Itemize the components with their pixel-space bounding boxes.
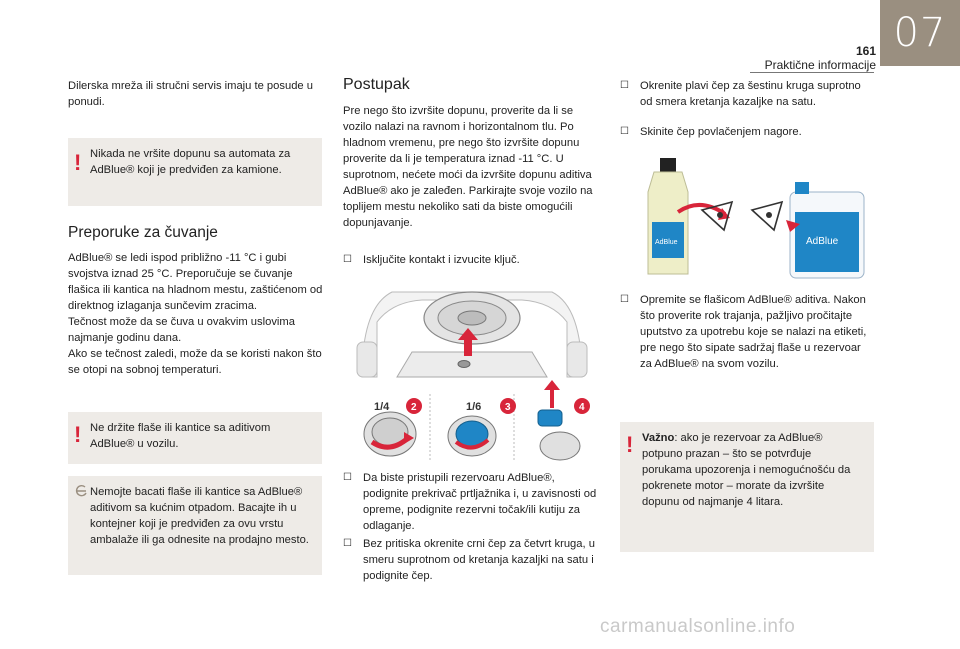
step-text: Da biste pristupili rezervoaru AdBlue®, …	[363, 472, 597, 532]
bullet-icon: ☐	[343, 472, 352, 483]
canister-label: AdBlue	[806, 236, 839, 247]
warning-text: Ne držite flaše ili kantice sa aditivom …	[90, 422, 271, 450]
bullet-icon: ☐	[343, 538, 352, 549]
step-blue-cap: ☐ Okrenite plavi čep za šestinu kruga su…	[620, 78, 874, 110]
step-prepare-bottle: ☐ Opremite se flašicom AdBlue® aditiva. …	[620, 292, 874, 372]
badge-2: 2	[411, 402, 417, 413]
header-divider	[750, 72, 874, 73]
warning-box-truck-pump: ! Nikada ne vršite dopunu sa automata za…	[68, 138, 322, 206]
badge-4-bg	[574, 398, 590, 414]
adblue-bottle: AdBlue	[647, 158, 689, 275]
label-sixth: 1/6	[466, 401, 481, 413]
important-body: : ako je rezervoar za AdBlue® potpuno pr…	[642, 432, 851, 508]
step-text: Bez pritiska okrenite crni čep za četvrt…	[363, 538, 595, 582]
warning-text: Nikada ne vršite dopunu sa automata za A…	[90, 148, 291, 176]
storage-heading: Preporuke za čuvanje	[68, 224, 218, 241]
important-label: Važno	[642, 432, 675, 444]
label-quarter: 1/4	[374, 401, 390, 413]
step-3-cap	[447, 415, 497, 457]
adblue-containers-illustration: AdBlue AdBlue	[647, 158, 865, 279]
badge-3-bg	[500, 398, 516, 414]
chapter-title: Praktične informacije	[764, 58, 876, 72]
step-black-cap: ☐ Bez pritiska okrenite crni čep za četv…	[343, 536, 601, 584]
chapter-tab: 07	[880, 0, 960, 66]
storage-paragraph-2: Tečnost može da se čuva u ovakvim uslovi…	[68, 316, 295, 344]
bottle-label: AdBlue	[655, 239, 678, 246]
step-4-cap	[537, 380, 581, 461]
eco-icon	[74, 482, 88, 504]
adblue-canister: AdBlue	[789, 182, 865, 279]
step-text: Isključite kontakt i izvucite ključ.	[363, 254, 520, 266]
storage-paragraph-3: Ako se tečnost zaledi, može da se korist…	[68, 348, 322, 376]
step-access-tank: ☐ Da biste pristupili rezervoaru AdBlue®…	[343, 470, 601, 534]
eco-note-text: Nemojte bacati flaše ili kantice sa AdBl…	[90, 486, 309, 546]
intro-text: Dilerska mreža ili stručni servis imaju …	[68, 80, 313, 108]
tank-access-illustration: 1/4 1/6 2 3 4	[356, 291, 590, 462]
storage-paragraph-1: AdBlue® se ledi ispod približno -11 °C i…	[68, 252, 323, 312]
bullet-icon: ☐	[620, 126, 629, 137]
bullet-icon: ☐	[620, 294, 629, 305]
page-number: 161	[855, 44, 876, 58]
step-2-cap	[363, 411, 417, 457]
bullet-icon: ☐	[620, 80, 629, 91]
bullet-icon: ☐	[343, 254, 352, 265]
warning-box-in-vehicle: ! Ne držite flaše ili kantice sa aditivo…	[68, 412, 322, 464]
step-text: Okrenite plavi čep za šestinu kruga supr…	[640, 80, 861, 108]
important-box: ! Važno: ako je rezervoar za AdBlue® pot…	[620, 422, 874, 552]
step-remove-cap: ☐ Skinite čep povlačenjem nagore.	[620, 124, 874, 140]
warning-icon: !	[74, 150, 82, 175]
procedure-intro: Pre nego što izvršite dopunu, proverite …	[343, 105, 593, 229]
warning-icon: !	[626, 432, 634, 457]
nozzle-symbol-2	[750, 200, 784, 232]
storage-text: AdBlue® se ledi ispod približno -11 °C i…	[68, 250, 324, 378]
eco-note-box: Nemojte bacati flaše ili kantice sa AdBl…	[68, 476, 322, 575]
step-ignition-off: ☐ Isključite kontakt i izvucite ključ.	[343, 252, 601, 268]
important-text: Važno: ako je rezervoar za AdBlue® potpu…	[642, 430, 864, 510]
step-text: Opremite se flašicom AdBlue® aditiva. Na…	[640, 294, 867, 370]
step-text: Skinite čep povlačenjem nagore.	[640, 126, 802, 138]
nozzle-symbol-1	[700, 200, 734, 232]
procedure-heading: Postupak	[343, 76, 410, 93]
badge-4: 4	[579, 402, 585, 413]
trunk-drawing	[356, 291, 588, 378]
warning-icon: !	[74, 422, 82, 447]
badge-3: 3	[505, 402, 511, 413]
watermark: carmanualsonline.info	[600, 616, 796, 637]
badge-2-bg	[406, 398, 422, 414]
